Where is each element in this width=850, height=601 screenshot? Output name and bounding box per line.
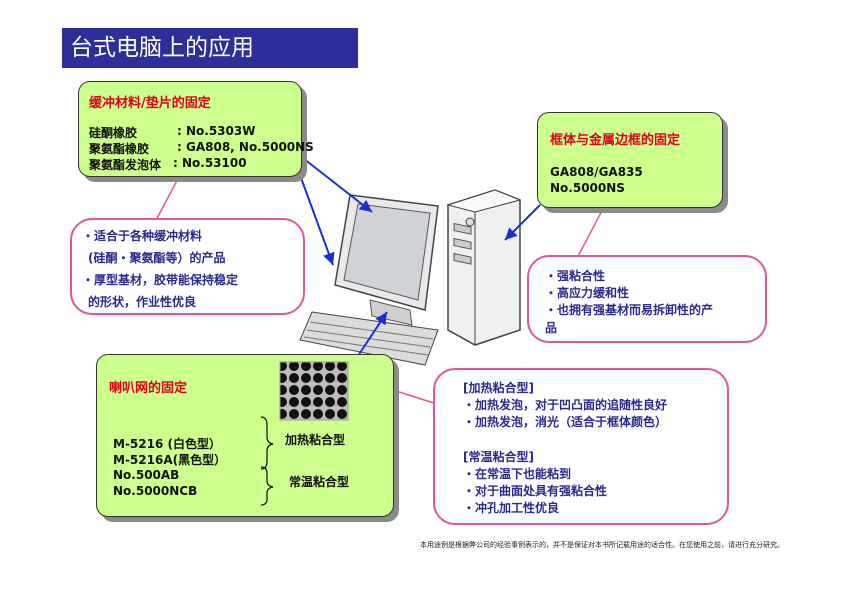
speaker-product: M-5216A(黑色型） [113,453,227,467]
type-heat-label: 加热粘合型 [285,433,346,447]
note-line: ・冲孔加工性优良 [463,501,560,515]
note-line: ・也拥有强基材而易拆卸性的产 [545,303,714,317]
speaker-product: M-5216 (白色型） [113,437,221,451]
note-line: ・对于曲面处具有强粘合性 [463,484,608,498]
note-line: ・在常温下也能粘到 [463,467,572,481]
note-line: 的形状，作业性优良 [88,295,197,309]
speaker-notes-box: [加热粘合型] ・加热发泡，对于凹凸面的追随性良好 ・加热发泡，消光（适合于框体… [433,368,729,525]
frame-product: No.5000NS [550,181,625,195]
cushion-product: : No.53100 [173,156,247,170]
cushion-product: : GA808, No.5000NS [177,140,314,154]
cushion-material: 硅酮橡胶 [89,126,138,140]
cushion-material: 聚氨酯橡胶 [89,142,150,156]
cushion-box: 缓冲材料/垫片的固定 硅酮橡胶 : No.5303W 聚氨酯橡胶 : GA808… [78,81,314,177]
cushion-heading: 缓冲材料/垫片的固定 [89,96,211,111]
page-title: 台式电脑上的应用 [62,28,358,68]
note-line: ・加热发泡，对于凹凸面的追随性良好 [463,398,668,412]
speaker-product: No.500AB [113,468,180,482]
frame-notes-box: ・强粘合性 ・高应力缓和性 ・也拥有强基材而易拆卸性的产 品 [527,255,767,343]
note-line: ・高应力缓和性 [545,286,630,300]
note-line: ・强粘合性 [545,269,606,283]
frame-heading: 框体与金属边框的固定 [550,133,681,148]
note-line: 品 [545,321,558,335]
cushion-material: 聚氨酯发泡体 [89,158,162,172]
note-line: [加热粘合型] [463,381,534,395]
cushion-product: : No.5303W [177,124,256,138]
frame-box: 框体与金属边框的固定 GA808/GA835 No.5000NS [537,112,723,208]
speaker-heading: 喇叭网的固定 [109,381,188,396]
cushion-notes-box: ・适合于各种缓冲材料 (硅酮・聚氨酯等）的产品 ・厚型基材，胶带能保持稳定 的形… [70,218,305,315]
speaker-product: No.5000NCB [113,484,198,498]
note-line: (硅酮・聚氨酯等）的产品 [88,251,226,265]
type-normal-label: 常温粘合型 [289,475,350,489]
tower-icon [446,189,522,346]
monitor-icon [334,194,439,326]
note-line: ・适合于各种缓冲材料 [82,229,203,243]
speaker-box: 喇叭网的固定 M-5216 (白色型） M-5216A(黑色型） No.500A… [96,354,394,517]
note-line: ・加热发泡，消光（适合于框体颜色） [463,415,668,429]
footnote: 本用途例是根据弊公司的经验事例表示的，并不是保证对本书所记载用途的适合性。在您使… [420,541,784,549]
bracket-icon [260,416,274,506]
note-line: ・厚型基材，胶带能保持稳定 [82,273,239,287]
frame-product: GA808/GA835 [550,165,643,179]
note-line: [常温粘合型] [463,450,534,464]
